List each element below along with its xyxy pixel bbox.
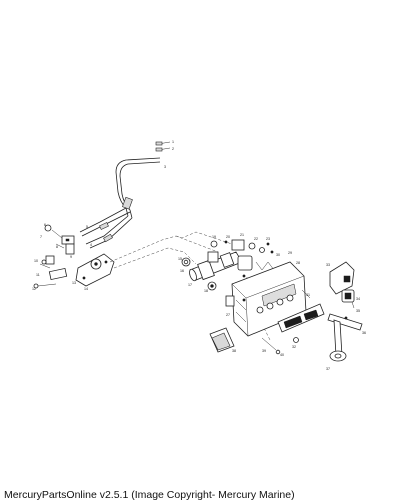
svg-text:35: 35 <box>356 309 360 313</box>
svg-text:6: 6 <box>44 223 46 227</box>
control-cable-assembly: 1 2 3 5 4 <box>79 140 174 249</box>
svg-text:32: 32 <box>292 345 296 349</box>
svg-text:27: 27 <box>226 313 230 317</box>
svg-text:18: 18 <box>204 289 208 293</box>
svg-text:20: 20 <box>226 235 230 239</box>
svg-text:19: 19 <box>212 235 216 239</box>
svg-text:14: 14 <box>84 287 88 291</box>
svg-text:9: 9 <box>70 255 72 259</box>
image-copyright-caption: MercuryPartsOnline v2.5.1 (Image Copyrig… <box>4 489 295 501</box>
svg-text:39: 39 <box>262 349 266 353</box>
svg-text:22: 22 <box>254 237 258 241</box>
svg-text:37: 37 <box>326 367 330 371</box>
svg-text:23: 23 <box>266 237 270 241</box>
svg-text:40: 40 <box>280 353 284 357</box>
svg-text:4: 4 <box>90 243 92 247</box>
svg-text:11: 11 <box>36 273 40 277</box>
svg-text:16: 16 <box>180 269 184 273</box>
svg-text:28: 28 <box>296 261 300 265</box>
svg-text:33: 33 <box>326 263 330 267</box>
svg-text:12: 12 <box>32 287 36 291</box>
svg-text:38: 38 <box>232 349 236 353</box>
svg-text:8: 8 <box>56 245 58 249</box>
svg-text:30: 30 <box>276 253 280 257</box>
lever-handle: 33 34 35 36 37 <box>326 261 366 371</box>
svg-text:13: 13 <box>72 281 76 285</box>
svg-text:36: 36 <box>362 331 366 335</box>
svg-text:7: 7 <box>40 235 42 239</box>
svg-text:21: 21 <box>240 233 244 237</box>
decal-panel: 31 32 <box>277 289 325 349</box>
cover-plate-parts: 38 39 40 <box>209 298 284 357</box>
svg-text:17: 17 <box>188 283 192 287</box>
svg-text:29: 29 <box>288 251 292 255</box>
svg-text:1: 1 <box>172 140 174 144</box>
svg-text:34: 34 <box>356 297 360 301</box>
exploded-parts-diagram: 1 2 3 5 4 6 7 8 9 10 11 12 13 14 <box>32 140 366 371</box>
shaft-and-hardware: 15 16 17 18 19 20 21 22 23 24 25 26 <box>178 233 275 301</box>
svg-text:10: 10 <box>34 259 38 263</box>
lever-bracket-linkage: 6 7 8 9 10 11 12 13 14 <box>32 223 115 291</box>
svg-text:2: 2 <box>172 147 174 151</box>
svg-text:3: 3 <box>164 165 166 169</box>
svg-text:31: 31 <box>306 293 310 297</box>
svg-text:15: 15 <box>178 257 182 261</box>
svg-text:5: 5 <box>86 225 88 229</box>
